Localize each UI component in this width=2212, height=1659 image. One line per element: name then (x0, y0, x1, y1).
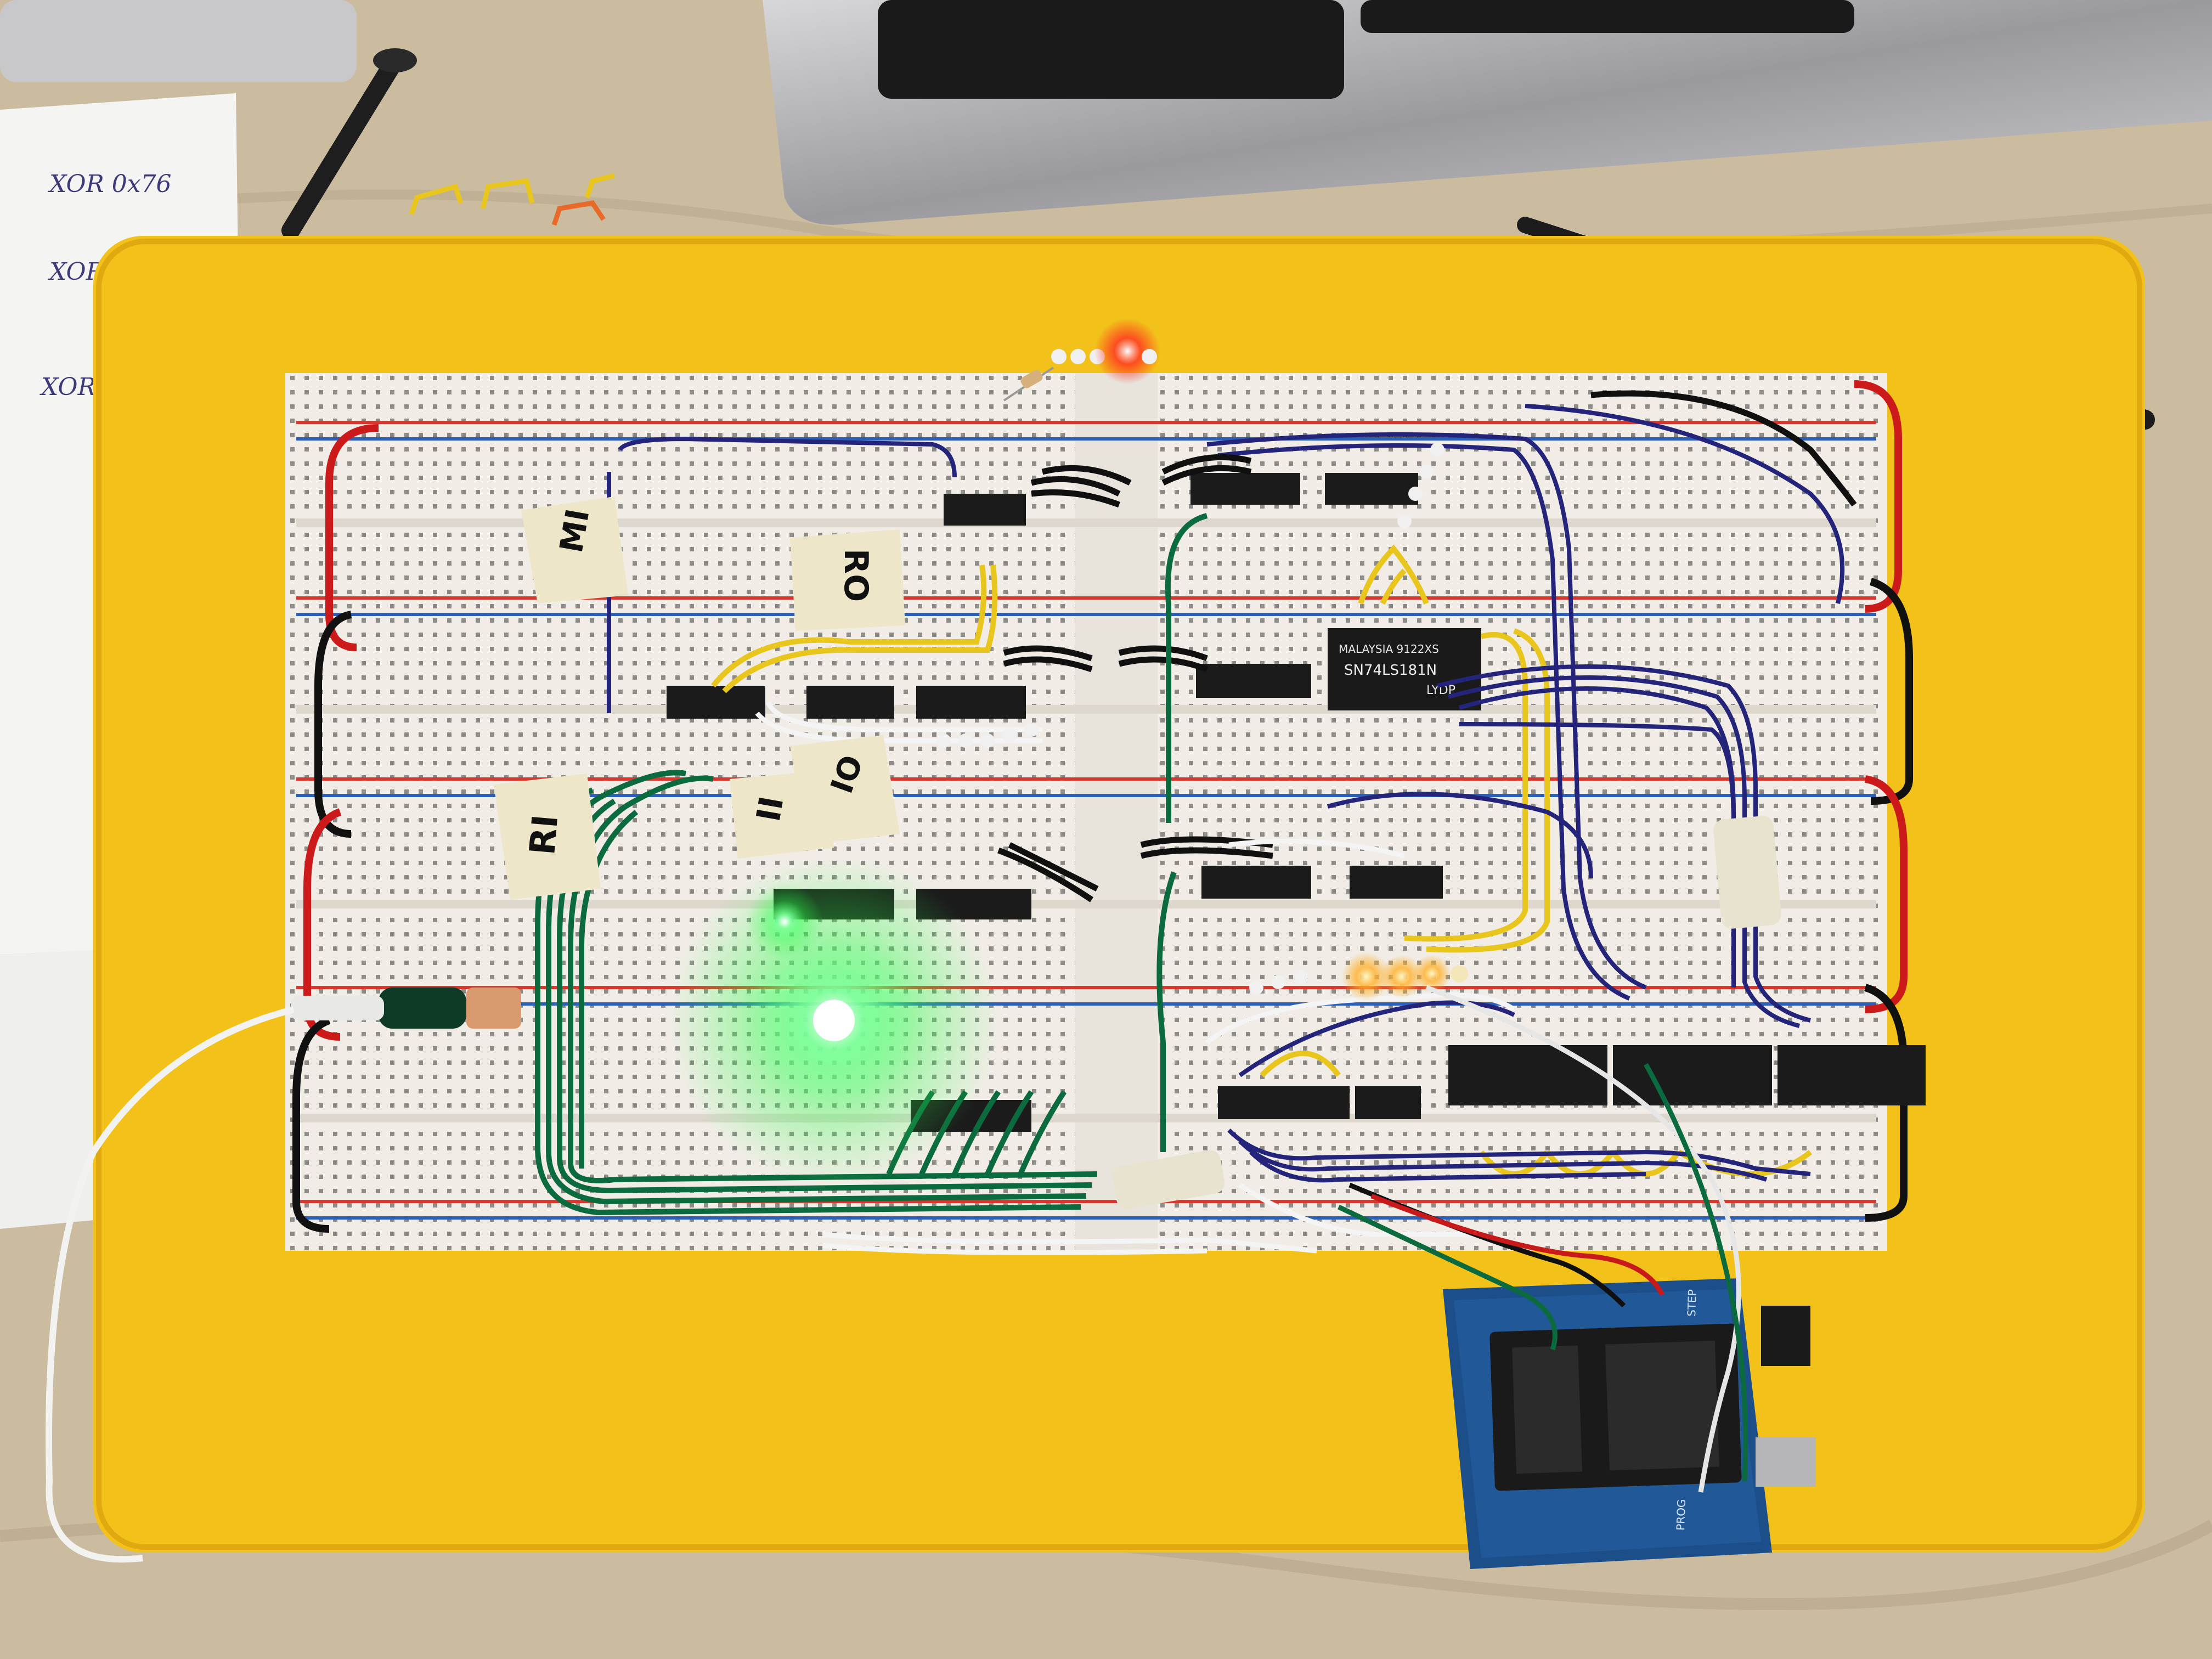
tape-wrap-blue-bundle (1713, 816, 1781, 929)
arduino-cable-wires (1338, 985, 1748, 1493)
led-bank-lower-right (1249, 952, 1468, 1001)
loose-jumpers (409, 173, 616, 226)
laptop-stand (763, 0, 2212, 225)
black-wires (997, 390, 1857, 902)
alu-chip-line1: MALAYSIA 9122XS (1339, 642, 1439, 656)
tape-wrap-green-bundle (1112, 1150, 1225, 1209)
tape-label-mi: MI (521, 496, 628, 603)
tape-label-mi-text: MI (552, 506, 597, 556)
tape-label-ro-text: RO (837, 549, 875, 602)
tape-label-ro: RO (790, 529, 905, 631)
notes-line-1: XOR 0x76 (48, 170, 172, 198)
power-connector (46, 988, 521, 1563)
blue-wires (607, 404, 1845, 1183)
alu-chip-line2: SN74LS181N (1344, 662, 1437, 679)
led-bank-top (1051, 318, 1160, 384)
arduino-board: STEP PROG (1443, 1278, 1816, 1569)
arduino-step-label: STEP (1685, 1289, 1699, 1317)
laptop-corner (0, 0, 357, 82)
screwdriver (281, 48, 417, 240)
tape-label-io: IO (790, 735, 900, 845)
resistor (1003, 366, 1054, 402)
led-green-glow (669, 856, 998, 1185)
led-bank-mid-left (936, 723, 1039, 748)
tape-label-ri: RI (494, 774, 601, 900)
tape-label-ri-text: RI (522, 813, 566, 856)
led-bank-upper-right (1397, 443, 1444, 528)
arduino-prog-label: PROG (1674, 1499, 1688, 1531)
alu-chip: MALAYSIA 9122XS SN74LS181N LYDP (1328, 628, 1481, 710)
